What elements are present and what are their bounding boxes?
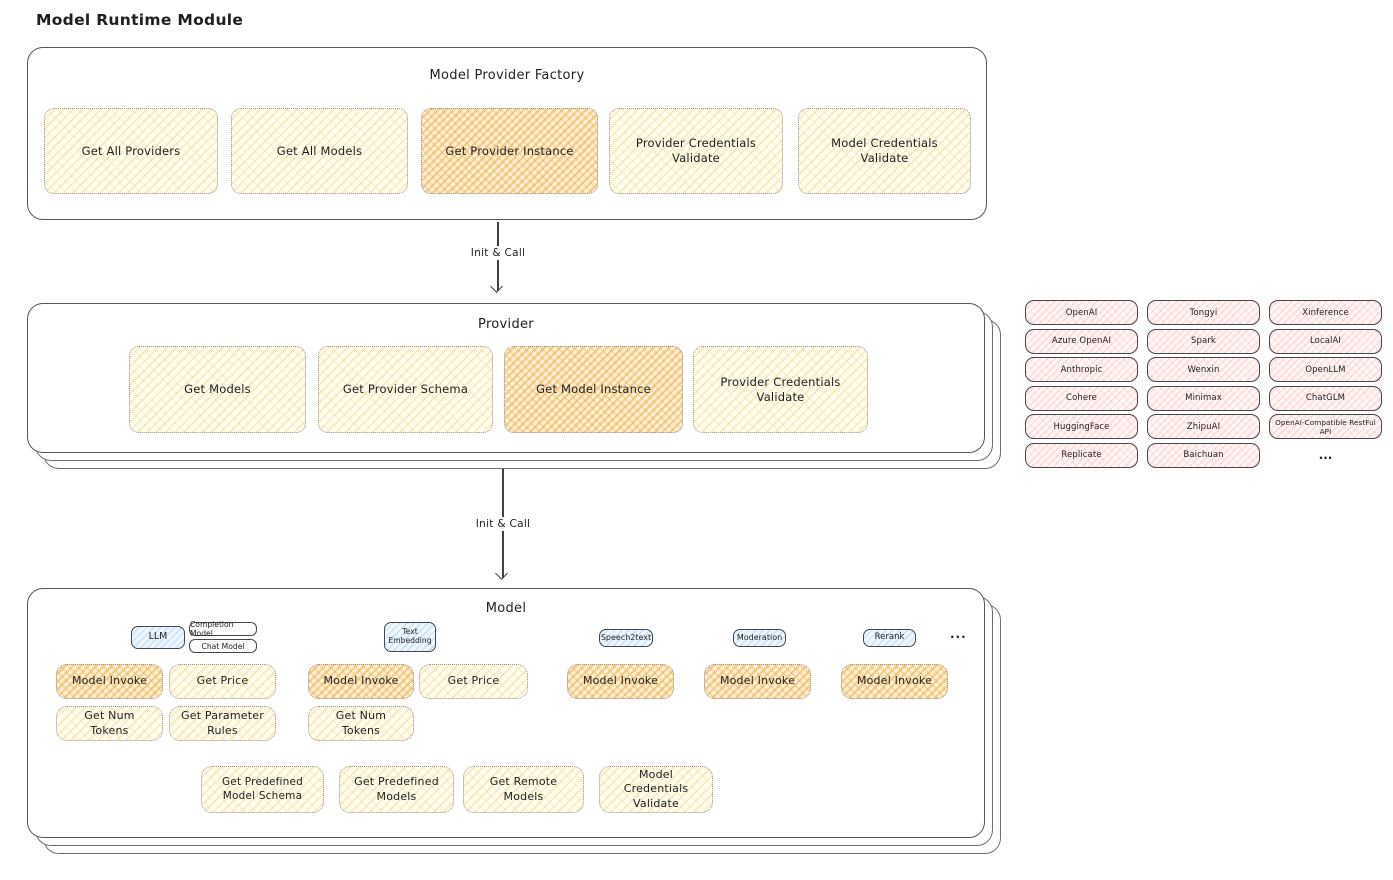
node-get-all-providers: Get All Providers [44,108,218,194]
provider-chip-anthropic: Anthropic [1025,357,1138,382]
provider-chip-openai-compatible: OpenAI-Compatible RestFul API [1269,414,1382,439]
provider-chip-openai: OpenAI [1025,300,1138,325]
provider-container: Provider Get Models Get Provider Schema … [27,303,985,453]
tab-speech2text: Speech2text [599,629,653,647]
provider-chip-baichuan: Baichuan [1147,442,1260,468]
node-get-all-models: Get All Models [231,108,408,194]
page-title: Model Runtime Module [36,11,244,29]
provider-chip-huggingface: HuggingFace [1025,414,1138,439]
node-get-model-instance: Get Model Instance [504,346,683,433]
node-llm-get-parameter-rules: Get Parameter Rules [169,706,276,741]
tab-rerank: Rerank [863,629,916,647]
node-get-provider-instance: Get Provider Instance [421,108,598,194]
node-llm-model-invoke: Model Invoke [56,664,163,699]
arrow-head-icon [495,567,508,580]
factory-container: Model Provider Factory Get All Providers… [27,47,987,220]
provider-chip-spark: Spark [1147,328,1260,354]
node-provider-credentials-validate-2: Provider Credentials Validate [693,346,868,433]
node-model-credentials-validate: Model Credentials Validate [798,108,971,194]
node-get-remote-models: Get Remote Models [463,766,584,813]
provider-chip-tongyi: Tongyi [1147,300,1260,325]
tabs-more-ellipsis: ... [950,627,967,641]
providers-more-ellipsis: ... [1318,448,1333,462]
arrow-label-init-call-1: Init & Call [448,246,548,260]
tab-moderation: Moderation [733,629,786,647]
tab-completion-model: Completion Model [189,620,257,638]
model-title: Model [485,601,527,616]
provider-chip-localai: LocalAI [1269,328,1382,354]
provider-chip-cohere: Cohere [1025,385,1138,411]
node-get-provider-schema: Get Provider Schema [318,346,493,433]
provider-chip-replicate: Replicate [1025,442,1138,468]
provider-chip-openllm: OpenLLM [1269,357,1382,382]
node-rerank-model-invoke: Model Invoke [841,664,948,699]
node-llm-get-num-tokens: Get Num Tokens [56,706,163,741]
node-embedding-get-num-tokens: Get Num Tokens [308,706,414,741]
arrow-label-init-call-2: Init & Call [453,517,553,531]
provider-chip-zhipuai: ZhipuAI [1147,414,1260,439]
node-provider-credentials-validate: Provider Credentials Validate [609,108,783,194]
node-get-predefined-model-schema: Get Predefined Model Schema [201,766,324,813]
node-embedding-model-invoke: Model Invoke [308,664,414,699]
node-speech2text-model-invoke: Model Invoke [567,664,674,699]
providers-grid: OpenAI Tongyi Xinference Azure OpenAI Sp… [1025,300,1382,468]
node-llm-get-price: Get Price [169,664,276,699]
tab-text-embedding: Text Embedding [384,622,436,652]
provider-title: Provider [478,317,534,332]
tab-chat-model: Chat Model [189,639,257,653]
provider-chip-xinference: Xinference [1269,300,1382,325]
provider-chip-minimax: Minimax [1147,385,1260,411]
arrow-head-icon [490,280,503,293]
factory-title: Model Provider Factory [429,68,585,83]
tab-llm: LLM [131,626,185,649]
node-moderation-model-invoke: Model Invoke [704,664,811,699]
node-get-predefined-models: Get Predefined Models [339,766,454,813]
node-model-credentials-validate-2: Model Credentials Validate [599,766,713,813]
provider-chip-azure-openai: Azure OpenAI [1025,328,1138,354]
model-container: Model LLM Completion Model Chat Model Te… [27,588,985,838]
provider-chip-chatglm: ChatGLM [1269,385,1382,411]
node-get-models: Get Models [129,346,306,433]
provider-chip-wenxin: Wenxin [1147,357,1260,382]
node-embedding-get-price: Get Price [419,664,528,699]
